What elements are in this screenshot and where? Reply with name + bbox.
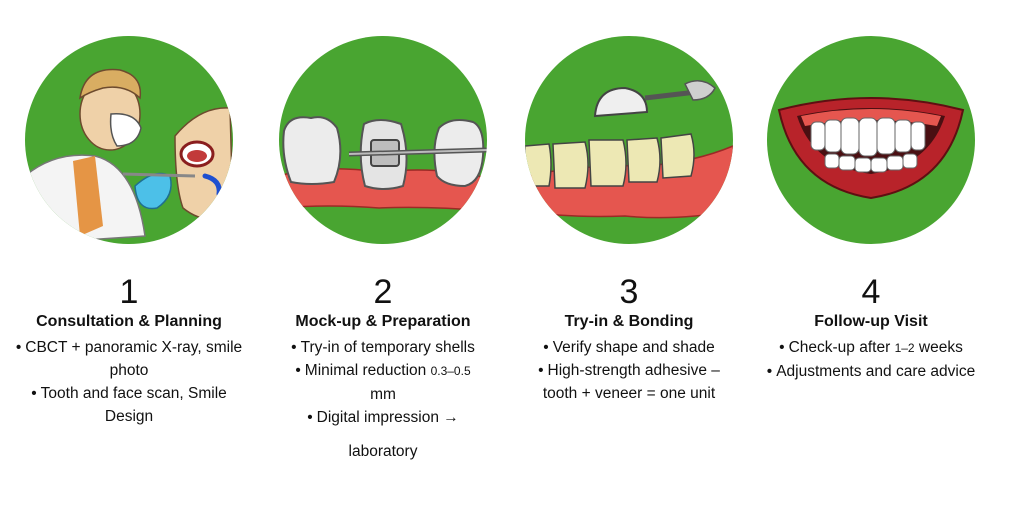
- list-item: •High-strength adhesive –tooth + veneer …: [538, 362, 720, 402]
- list-item: •Tooth and face scan, Smile Design: [31, 385, 227, 425]
- list-item: •Check-up after 1–2 weeks: [779, 339, 963, 356]
- step-4-illustration: [767, 36, 975, 244]
- step-2-illustration: [279, 36, 487, 244]
- smile-with-veneers-icon: [777, 97, 965, 200]
- step-1-bullets: •CBCT + panoramic X-ray, smile photo •To…: [12, 336, 246, 428]
- veneer-placement-tool-icon: [525, 80, 733, 219]
- step-3-title: Try-in & Bonding: [564, 313, 694, 330]
- list-item: •CBCT + panoramic X-ray, smile photo: [15, 339, 243, 379]
- step-4-title: Follow-up Visit: [814, 313, 928, 330]
- step-4-bullets: •Check-up after 1–2 weeks •Adjustments a…: [754, 336, 988, 383]
- teeth-with-mockup-tool-icon: [279, 116, 487, 212]
- step-1-title: Consultation & Planning: [36, 313, 222, 330]
- step-1: 1 Consultation & Planning •CBCT + panora…: [4, 0, 254, 512]
- step-4: 4 Follow-up Visit •Check-up after 1–2 we…: [746, 0, 996, 512]
- step-3-bullets: •Verify shape and shade •High-strength a…: [512, 336, 746, 405]
- list-item: •Adjustments and care advice: [766, 363, 976, 380]
- dentist-examining-patient-icon: [25, 68, 233, 244]
- list-item: •Digital impression →laboratory: [307, 409, 459, 460]
- step-2-number: 2: [373, 273, 393, 311]
- step-2-title: Mock-up & Preparation: [295, 313, 471, 330]
- step-3-number: 3: [619, 273, 639, 311]
- step-2: 2 Mock-up & Preparation •Try-in of tempo…: [258, 0, 508, 512]
- step-1-number: 1: [119, 273, 139, 311]
- step-2-bullets: •Try-in of temporary shells •Minimal red…: [266, 336, 500, 469]
- list-item: •Verify shape and shade: [543, 339, 715, 356]
- step-3: 3 Try-in & Bonding •Verify shape and sha…: [504, 0, 754, 512]
- step-4-number: 4: [861, 273, 881, 311]
- step-3-illustration: [525, 36, 733, 244]
- list-item: •Try-in of temporary shells: [291, 339, 475, 356]
- step-1-illustration: [25, 36, 233, 244]
